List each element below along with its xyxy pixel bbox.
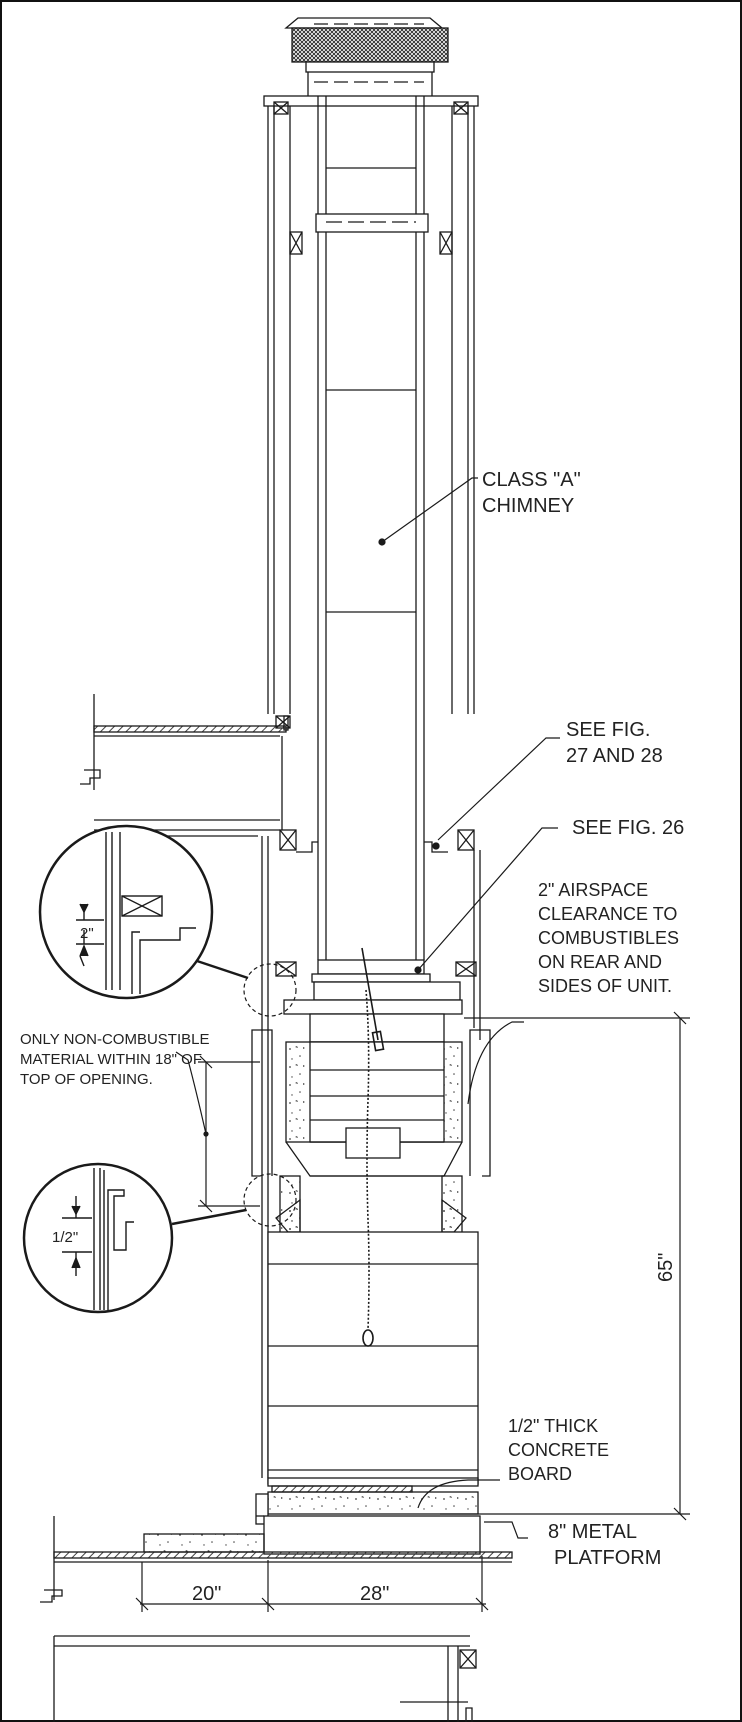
airspace-label-line2: CLEARANCE TO: [538, 904, 677, 924]
height-dimension: [440, 1011, 690, 1521]
unit-depth-dimension: 28": [360, 1583, 389, 1605]
noncombustible-label-line2: MATERIAL WITHIN 18" OF: [20, 1051, 202, 1068]
detail-bottom-dimension: 1/2": [52, 1229, 78, 1246]
chimney-label-line1: CLASS "A": [482, 469, 581, 491]
concrete-board-label-line1: 1/2" THICK: [508, 1416, 598, 1436]
chimney-cap: [284, 17, 449, 96]
metal-platform-label-line1: 8" METAL: [548, 1521, 637, 1543]
airspace-label-line3: COMBUSTIBLES: [538, 928, 679, 948]
width-dimensions: [135, 1556, 489, 1612]
hearth-platform: [143, 1491, 481, 1555]
noncombustible-label-line1: ONLY NON-COMBUSTIBLE: [20, 1031, 209, 1048]
airspace-label-line5: SIDES OF UNIT.: [538, 976, 672, 996]
main-floor-framing: [40, 1516, 513, 1722]
class-a-chimney-pipe: [315, 96, 429, 960]
upper-chase: [263, 95, 479, 729]
detail-callout-top-circle: [243, 963, 297, 1017]
leader-lines: [378, 477, 560, 1539]
hearth-extension-dimension: 20": [192, 1583, 221, 1605]
detail-callout-bottom-circle: [243, 1173, 297, 1227]
fireplace-unit: [251, 959, 491, 1493]
airspace-label-line1: 2" AIRSPACE: [538, 880, 648, 900]
fig26-label: SEE FIG. 26: [572, 817, 684, 839]
chimney-label-line2: CHIMNEY: [482, 495, 574, 517]
noncombustible-zone-dimension: [175, 1051, 260, 1213]
detail-bottom: 1/2": [22, 1162, 247, 1314]
concrete-board-label-line3: BOARD: [508, 1464, 572, 1484]
damper-chain: [361, 947, 385, 1347]
fig27-28-label-line2: 27 AND 28: [566, 745, 663, 767]
detail-top-dimension: 2": [80, 925, 94, 942]
detail-top: 2": [38, 824, 249, 1000]
fig27-28-label-line1: SEE FIG.: [566, 719, 650, 741]
height-dimension-label: 65": [655, 1253, 677, 1282]
noncombustible-label-line3: TOP OF OPENING.: [20, 1071, 153, 1088]
airspace-label-line4: ON REAR AND: [538, 952, 662, 972]
concrete-board-label-line2: CONCRETE: [508, 1440, 609, 1460]
metal-platform-label-line2: PLATFORM: [554, 1547, 661, 1569]
